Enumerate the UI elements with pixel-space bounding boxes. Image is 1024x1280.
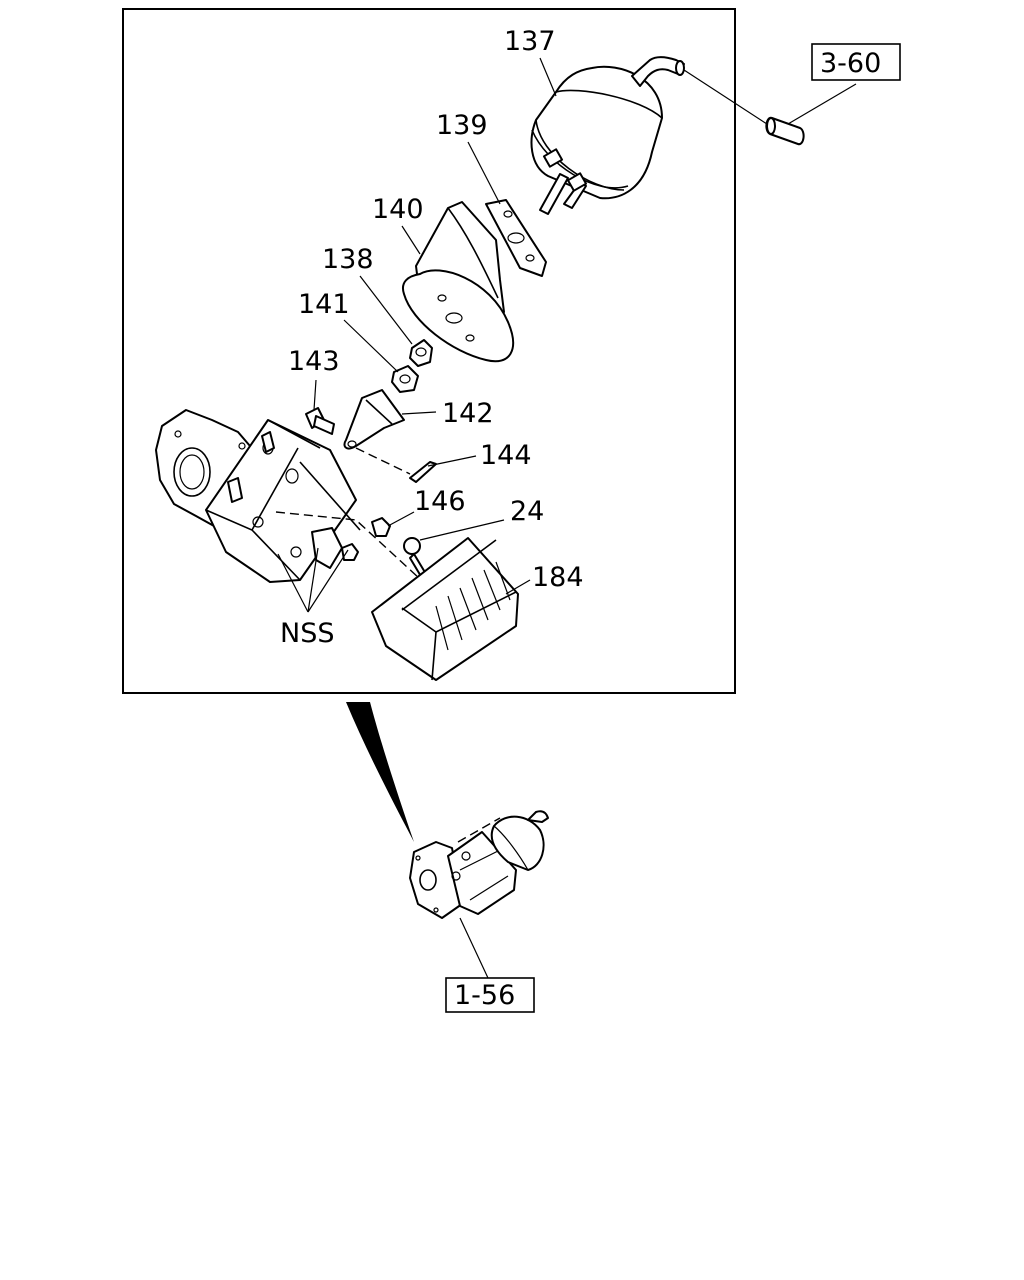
reference-1-56-text: 1-56 [454, 980, 515, 1011]
callout-141: 141 [298, 289, 350, 320]
hex-nut-part [391, 365, 419, 393]
bracket-part [402, 201, 514, 363]
bolt-part [305, 407, 335, 435]
reference-3-60-text: 3-60 [820, 48, 881, 79]
reference-1-56: 1-56 [445, 917, 535, 1013]
detail-frame [122, 8, 736, 694]
overview-assembly [409, 810, 549, 919]
lever-part [343, 389, 405, 450]
reference-3-60: 3-60 [811, 43, 901, 81]
cover-part [371, 537, 519, 681]
callout-nss: NSS [280, 618, 334, 649]
cotter-pin-part [355, 447, 437, 483]
callout-143: 143 [288, 346, 340, 377]
callout-184: 184 [532, 562, 584, 593]
locator-swoosh [346, 702, 414, 842]
screw-part [371, 517, 391, 537]
callout-138: 138 [322, 244, 374, 275]
actuator-canister-part [530, 56, 685, 215]
callout-24: 24 [510, 496, 544, 527]
callout-144: 144 [480, 440, 532, 471]
throttle-body-part [155, 409, 433, 591]
leader-lines [277, 57, 557, 613]
flange-nut-part [409, 339, 433, 367]
callout-137: 137 [504, 26, 556, 57]
callout-140: 140 [372, 194, 424, 225]
callout-146: 146 [414, 486, 466, 517]
hose-end-part [683, 69, 857, 146]
callout-139: 139 [436, 110, 488, 141]
callout-142: 142 [442, 398, 494, 429]
gasket-part [485, 199, 547, 277]
